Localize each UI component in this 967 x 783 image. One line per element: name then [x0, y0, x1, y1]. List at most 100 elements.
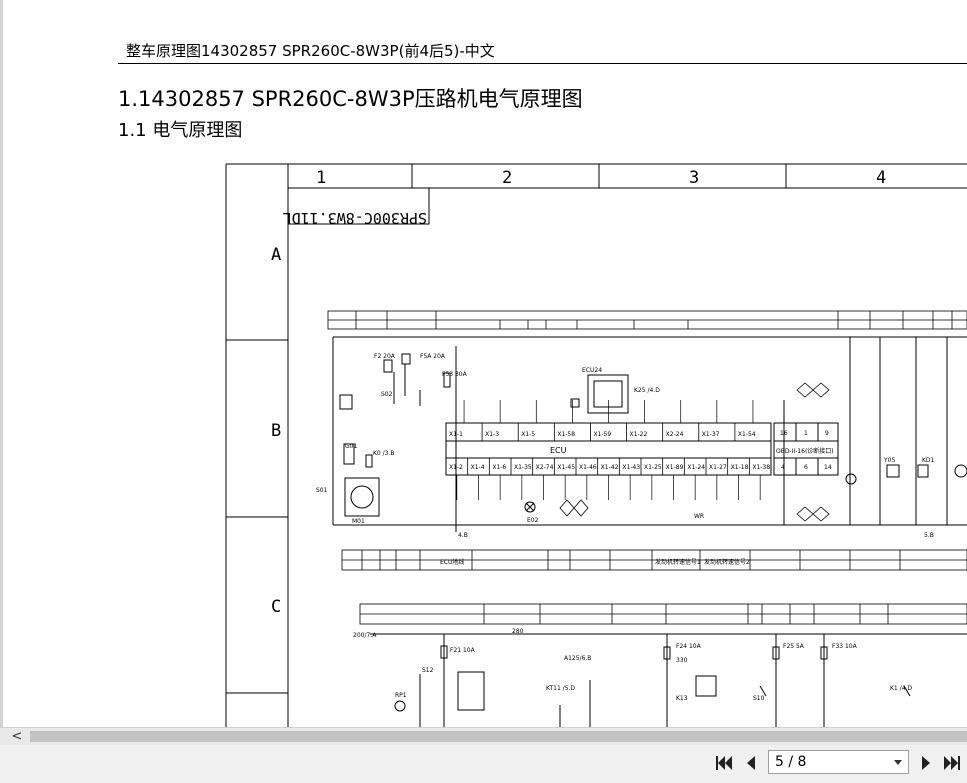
obd-block: [773, 422, 839, 476]
wire-280: 280: [512, 628, 524, 635]
obd-pin: 16: [780, 430, 788, 437]
label-g01: G01: [345, 443, 357, 450]
label-kt11: KT11 /5.D: [546, 685, 575, 692]
ecu-pin-label: X1-59: [593, 431, 611, 438]
label-k0: K0 /3.B: [373, 450, 395, 457]
chevron-down-icon: [894, 760, 902, 765]
next-page-button[interactable]: [914, 751, 938, 775]
middle-strip-labels: ECU地线 发动机转速信号1 发动机转速信号2: [440, 558, 750, 566]
label-k25: K25 /4.D: [634, 387, 660, 394]
obd-pin: 4: [781, 464, 785, 471]
ecu-pin-label: X1-35: [514, 464, 532, 471]
ecu-pin-label: X1-4: [471, 464, 485, 471]
section-heading-1: 1.14302857 SPR260C-8W3P压路机电气原理图: [118, 87, 583, 111]
page-selector[interactable]: 5 / 8: [768, 750, 909, 774]
twisted-pairs: [559, 382, 830, 522]
ecu-pin-label: X1-5: [521, 431, 535, 438]
ecu-pin-label: X1-45: [557, 464, 575, 471]
column-labels: 1 2 3 4: [316, 168, 886, 188]
component-labels: F2 20A F5A 20A F53 30A K0 /3.B G01 M01 S…: [316, 353, 935, 539]
column-label: 1: [316, 168, 326, 188]
label-ref-4b: 4.B: [458, 532, 468, 539]
label-f5a: F5A 20A: [420, 353, 446, 360]
label-f2: F2 20A: [374, 353, 396, 360]
column-label: 2: [502, 168, 512, 188]
ecu-pin-label: X2-24: [666, 431, 684, 438]
scrollbar-thumb[interactable]: [30, 731, 967, 742]
previous-page-button[interactable]: [740, 751, 764, 775]
obd-pin: 1: [804, 430, 808, 437]
obd-pin: 9: [825, 430, 829, 437]
label-k13: K13: [676, 695, 688, 702]
top-strip: [327, 310, 967, 330]
ecu-pin-label: X2-74: [536, 464, 554, 471]
speed-signal-1-header: 发动机转速信号1: [655, 558, 701, 566]
ecu-pin-label: X1-25: [644, 464, 662, 471]
row-label: A: [271, 245, 281, 265]
ecu-pin-label: X1-24: [687, 464, 705, 471]
obd-pin: 14: [824, 464, 832, 471]
label-s12: S12: [422, 667, 434, 674]
page-navigation-bar: 5 / 8: [0, 745, 967, 783]
header-rule: [118, 63, 967, 64]
wire-330: 330: [676, 657, 688, 664]
running-header: 整车原理图14302857 SPR260C-8W3P(前4后5)-中文: [126, 42, 495, 60]
ecu-pin-label: X1-22: [630, 431, 648, 438]
label-a125: A125/6.B: [564, 655, 591, 662]
column-label: 3: [689, 168, 699, 188]
last-page-button[interactable]: [940, 751, 964, 775]
first-page-button[interactable]: [712, 751, 736, 775]
label-rp1: RP1: [395, 692, 407, 699]
label-wr: WR: [694, 513, 704, 520]
ecu-pin-label: X1-46: [579, 464, 597, 471]
electrical-schematic: 1 2 3 4 A B C SPR300C-8W3.11DL: [225, 163, 967, 727]
obd-label: OBD-II-16(诊断接口): [776, 447, 834, 455]
ecu-pin-label: X1-2: [449, 464, 463, 471]
label-k1: K1 /4.D: [890, 685, 912, 692]
ecu-droplines: [456, 400, 761, 500]
row-label: C: [271, 597, 281, 617]
speed-signal-2-header: 发动机转速信号2: [704, 558, 750, 566]
ecu-pin-label: X1-43: [622, 464, 640, 471]
row-label: B: [271, 421, 281, 441]
horizontal-scrollbar[interactable]: <: [0, 727, 967, 745]
scroll-left-button[interactable]: <: [11, 729, 23, 744]
label-m01: M01: [352, 518, 365, 525]
label-f21: F21 10A: [450, 647, 476, 654]
label-f25: F25 5A: [783, 643, 805, 650]
title-stamp: SPR300C-8W3.11DL: [283, 209, 428, 227]
label-f53: F53 30A: [442, 371, 468, 378]
row-c-strip: [359, 603, 967, 625]
label-s02: S02: [381, 391, 393, 398]
left-components: [339, 353, 967, 517]
ecu-pin-label: X1-42: [601, 464, 619, 471]
ecu-pin-label: X1-54: [738, 431, 756, 438]
ecu-pin-label: X1-37: [702, 431, 720, 438]
viewport-left-border: [0, 0, 3, 727]
ecu-pin-label: X1-27: [709, 464, 727, 471]
row-labels: A B C: [271, 245, 281, 617]
obd-pin: 6: [804, 464, 808, 471]
title-stamp-box: [287, 187, 430, 225]
ecu-label: ECU: [550, 446, 567, 455]
ecu-pin-label: X1-3: [485, 431, 499, 438]
next-page-icon: [922, 756, 930, 770]
row-c-circuits: [370, 633, 967, 727]
ecu-pin-label: X1-58: [557, 431, 575, 438]
label-kd1: KD1: [922, 457, 935, 464]
label-f24: F24 10A: [676, 643, 702, 650]
ref-200: 200/7.A: [353, 632, 377, 639]
ecu-pin-label: X1-18: [731, 464, 749, 471]
page-selector-value: 5 / 8: [775, 754, 807, 770]
label-e02: E02: [527, 517, 539, 524]
document-viewport[interactable]: 整车原理图14302857 SPR260C-8W3P(前4后5)-中文 1.14…: [0, 0, 967, 727]
column-label: 4: [876, 168, 886, 188]
first-page-icon: [716, 756, 732, 770]
ecu-pin-label: X1-38: [752, 464, 770, 471]
power-rails: [332, 336, 967, 532]
last-page-icon: [944, 756, 960, 770]
ecu-ground-header: ECU地线: [440, 558, 464, 566]
label-ref-5b: 5.B: [924, 532, 934, 539]
